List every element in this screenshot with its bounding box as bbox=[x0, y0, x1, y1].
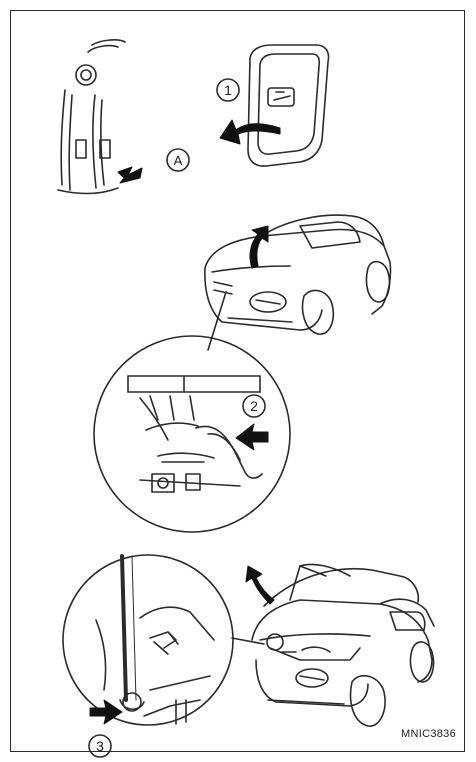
step-1-label: 1 bbox=[224, 82, 232, 98]
callout-a-label: A bbox=[174, 153, 183, 168]
prop-rod-detail-circle bbox=[63, 555, 233, 725]
figure-code: MNIC3836 bbox=[401, 728, 456, 740]
hood-release-lever bbox=[248, 45, 329, 166]
step-2-label: 2 bbox=[250, 398, 258, 414]
step-3-label: 3 bbox=[96, 738, 104, 754]
hood-lift-arrow bbox=[250, 226, 268, 268]
pointer-arrow-a bbox=[118, 167, 142, 183]
interior-door-pillar bbox=[58, 40, 125, 194]
car-front-view bbox=[205, 215, 391, 334]
push-arrow-2 bbox=[236, 424, 268, 450]
hood-lower-arrow bbox=[246, 566, 274, 604]
car-hood-open-view bbox=[252, 564, 434, 726]
pull-arrow-1 bbox=[220, 120, 280, 144]
insert-arrow-3 bbox=[90, 700, 122, 724]
zoom-pointer-line-2 bbox=[232, 638, 264, 644]
